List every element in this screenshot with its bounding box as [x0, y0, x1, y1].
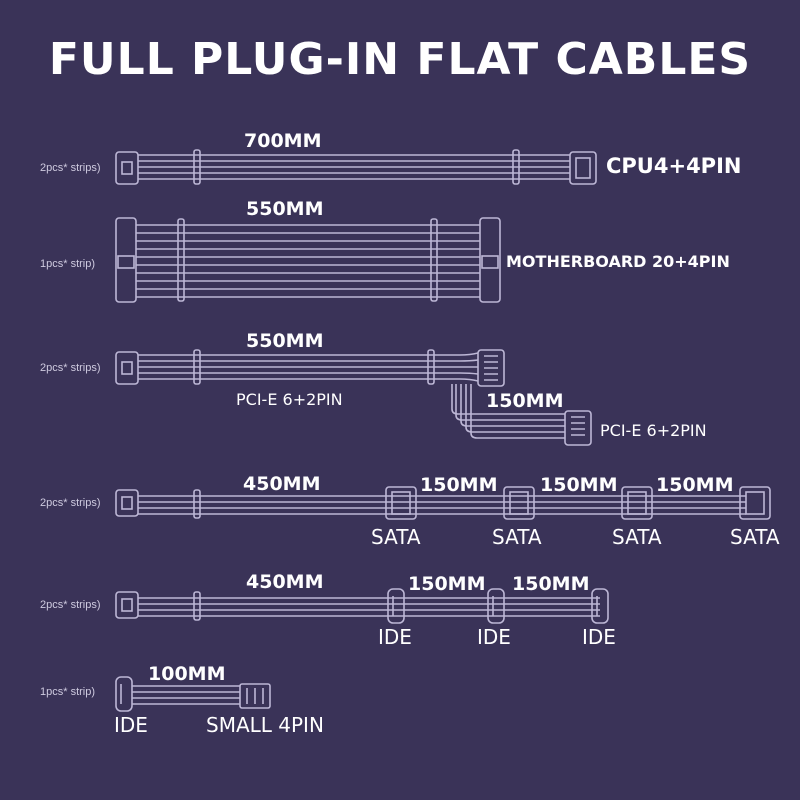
cable-4-connector-3: SATA	[612, 525, 662, 549]
cable-5-connector-3: IDE	[582, 625, 616, 649]
cable-2-connector: MOTHERBOARD 20+4PIN	[506, 252, 730, 271]
cable-4-connector-2: SATA	[492, 525, 542, 549]
cable-2-length: 550MM	[246, 198, 324, 220]
cable-4-connector-4: SATA	[730, 525, 780, 549]
cable-1-length: 700MM	[244, 130, 322, 152]
cable-3-connector: PCI-E 6+2PIN	[236, 390, 343, 409]
cable-5-quantity: 2pcs* strips)	[40, 599, 101, 611]
cable-4-quantity: 2pcs* strips)	[40, 497, 101, 509]
cable-4-segment-1: 150MM	[420, 474, 498, 496]
pcie-cable-drawing	[115, 349, 592, 446]
cable-3-branch-connector: PCI-E 6+2PIN	[600, 421, 707, 440]
sata-cable-drawing	[115, 486, 771, 520]
cable-4-segment-3: 150MM	[656, 474, 734, 496]
cable-3-length: 550MM	[246, 330, 324, 352]
cable-4-length: 450MM	[243, 473, 321, 495]
cable-1-quantity: 2pcs* strips)	[40, 162, 101, 174]
cable-5-segment-2: 150MM	[512, 573, 590, 595]
cable-4-connector-1: SATA	[371, 525, 421, 549]
cable-5-segment-1: 150MM	[408, 573, 486, 595]
cable-3-quantity: 2pcs* strips)	[40, 362, 101, 374]
cable-6-length: 100MM	[148, 663, 226, 685]
cpu-cable-drawing	[115, 149, 597, 185]
cable-2-quantity: 1pcs* strip)	[40, 258, 96, 270]
cable-4-segment-2: 150MM	[540, 474, 618, 496]
cable-6-connector-2: SMALL 4PIN	[206, 713, 324, 737]
small4pin-cable-drawing	[115, 676, 271, 712]
cable-5-length: 450MM	[246, 571, 324, 593]
cable-6-quantity: 1pcs* strip)	[40, 686, 96, 698]
motherboard-cable-drawing	[115, 217, 501, 303]
cable-3-branch-length: 150MM	[486, 390, 564, 412]
cable-1-connector: CPU4+4PIN	[606, 154, 742, 178]
cable-6-connector-1: IDE	[114, 713, 148, 737]
cable-5-connector-2: IDE	[477, 625, 511, 649]
page-title: FULL PLUG-IN FLAT CABLES	[48, 34, 752, 85]
cable-5-connector-1: IDE	[378, 625, 412, 649]
ide-cable-drawing	[115, 588, 609, 624]
